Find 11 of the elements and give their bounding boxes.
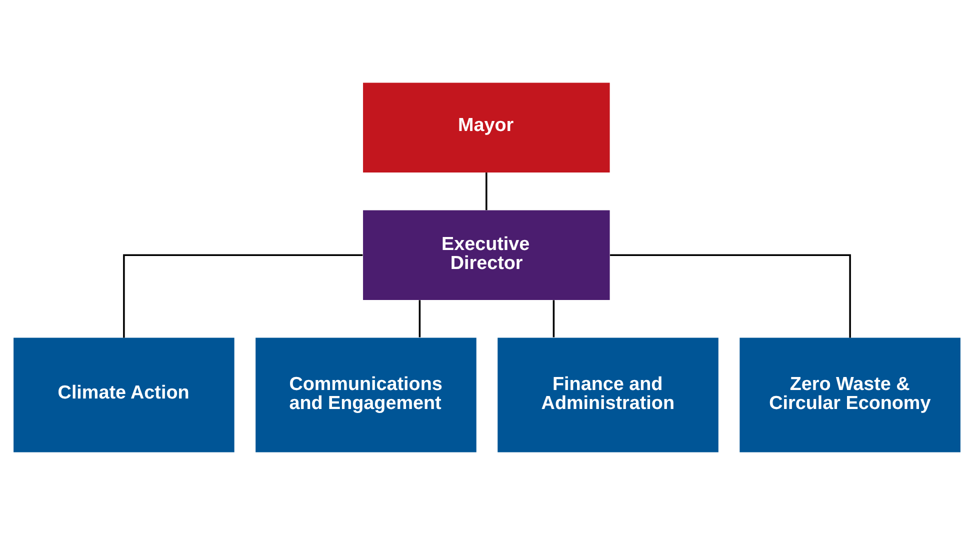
- connector: [418, 300, 421, 338]
- connector: [123, 254, 363, 338]
- node-box: Finance and Administration: [498, 338, 718, 452]
- node-box: Executive Director: [363, 210, 610, 300]
- connector: [552, 300, 555, 338]
- node-box: Zero Waste & Circular Economy: [740, 338, 960, 452]
- node-box: Mayor: [363, 82, 610, 172]
- connector: [610, 254, 851, 338]
- node-box: Climate Action: [14, 338, 234, 452]
- node-box: Communications and Engagement: [256, 338, 476, 452]
- connector: [486, 172, 488, 210]
